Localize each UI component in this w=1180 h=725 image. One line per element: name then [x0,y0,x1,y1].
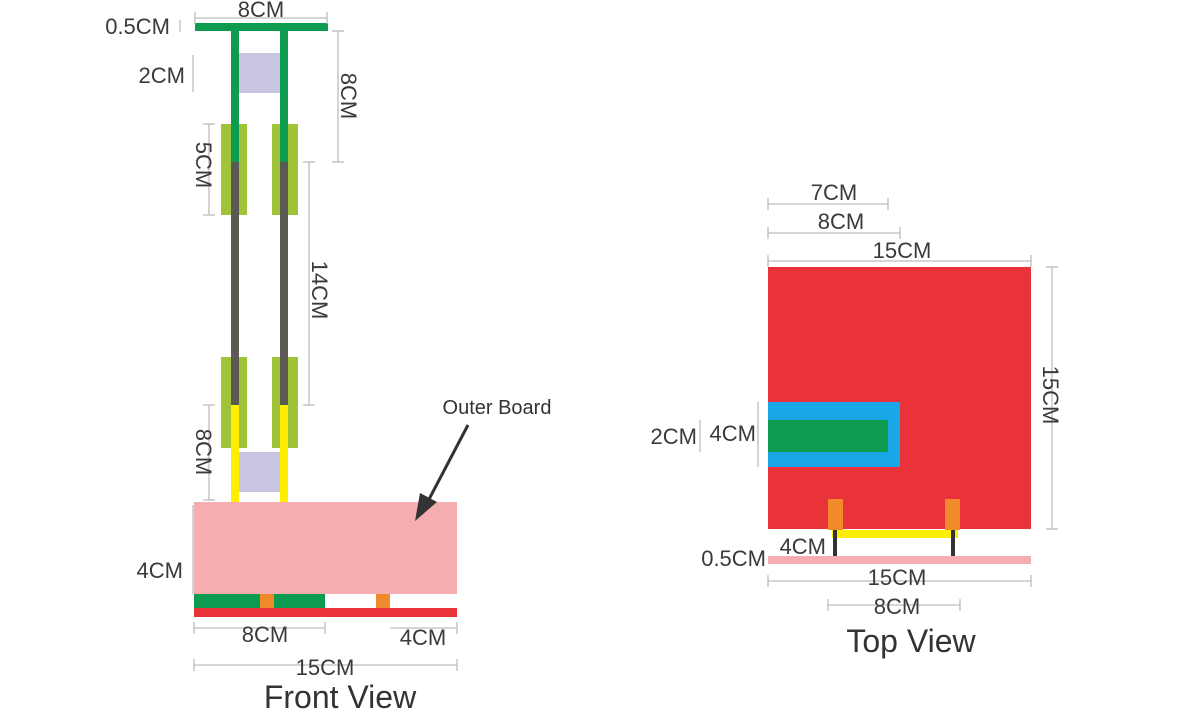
slot-outer-label: 4CM [710,421,756,446]
green-base-width-label: 8CM [242,622,288,647]
upper-lavender-block [238,53,281,93]
leg-span-label: 8CM [874,594,920,619]
top-bar [195,23,328,31]
middle-label: 14CM [307,261,332,320]
lower-rod-label: 8CM [191,429,216,475]
front-view: 0.5CM 8CM 2CM 8CM 5CM 14CM 8CM 4CM 8CM 4… [105,0,551,715]
upper-rod-label: 8CM [336,73,361,119]
board-height-label: 4CM [137,558,183,583]
gap-label: 4CM [780,534,826,559]
orange-post-right [945,499,960,530]
orange-post-left [828,499,843,530]
thickness-label: 0.5CM [701,546,766,571]
middle-left-rod [231,162,239,405]
right-gap-label: 4CM [400,625,446,650]
total-width-label: 15CM [296,655,355,680]
sleeve-label: 5CM [191,142,216,188]
red-base-strip [194,608,457,617]
slot-inner-label: 2CM [651,424,697,449]
lower-left-rod [231,405,239,502]
lower-lavender-block [238,452,281,492]
width-top-label: 15CM [873,238,932,263]
slot-depth-inner-label: 7CM [811,180,857,205]
outer-board-callout-arrow [415,424,470,521]
black-leg-left [833,530,837,556]
outer-board [194,502,457,594]
green-insert [768,420,888,452]
top-dimension-lines [699,198,1058,611]
slot-depth-outer-label: 8CM [818,209,864,234]
top-bar-width-label: 8CM [238,0,284,22]
height-right-label: 15CM [1038,366,1063,425]
upper-right-rod [280,30,288,162]
upper-block-label: 2CM [139,63,185,88]
front-dimension-lines [179,12,458,671]
green-base-left [194,594,260,608]
front-view-title: Front View [264,679,417,715]
outer-board-callout: Outer Board [443,397,552,419]
top-view: 7CM 8CM 15CM 15CM 2CM 4CM 4CM 0.5CM 15CM… [651,180,1063,659]
lower-right-rod [280,405,288,502]
yellow-bar [832,530,958,538]
upper-left-rod [231,30,239,162]
green-base-right [274,594,325,608]
pink-strip [768,556,1031,564]
top-bar-thickness-label: 0.5CM [105,14,170,39]
top-view-title: Top View [846,623,976,659]
black-leg-right [951,530,955,556]
width-bottom-label: 15CM [868,565,927,590]
orange-foot-right [376,594,390,608]
middle-right-rod [280,162,288,405]
orange-foot-left [260,594,274,608]
top-red-board [768,267,1031,529]
